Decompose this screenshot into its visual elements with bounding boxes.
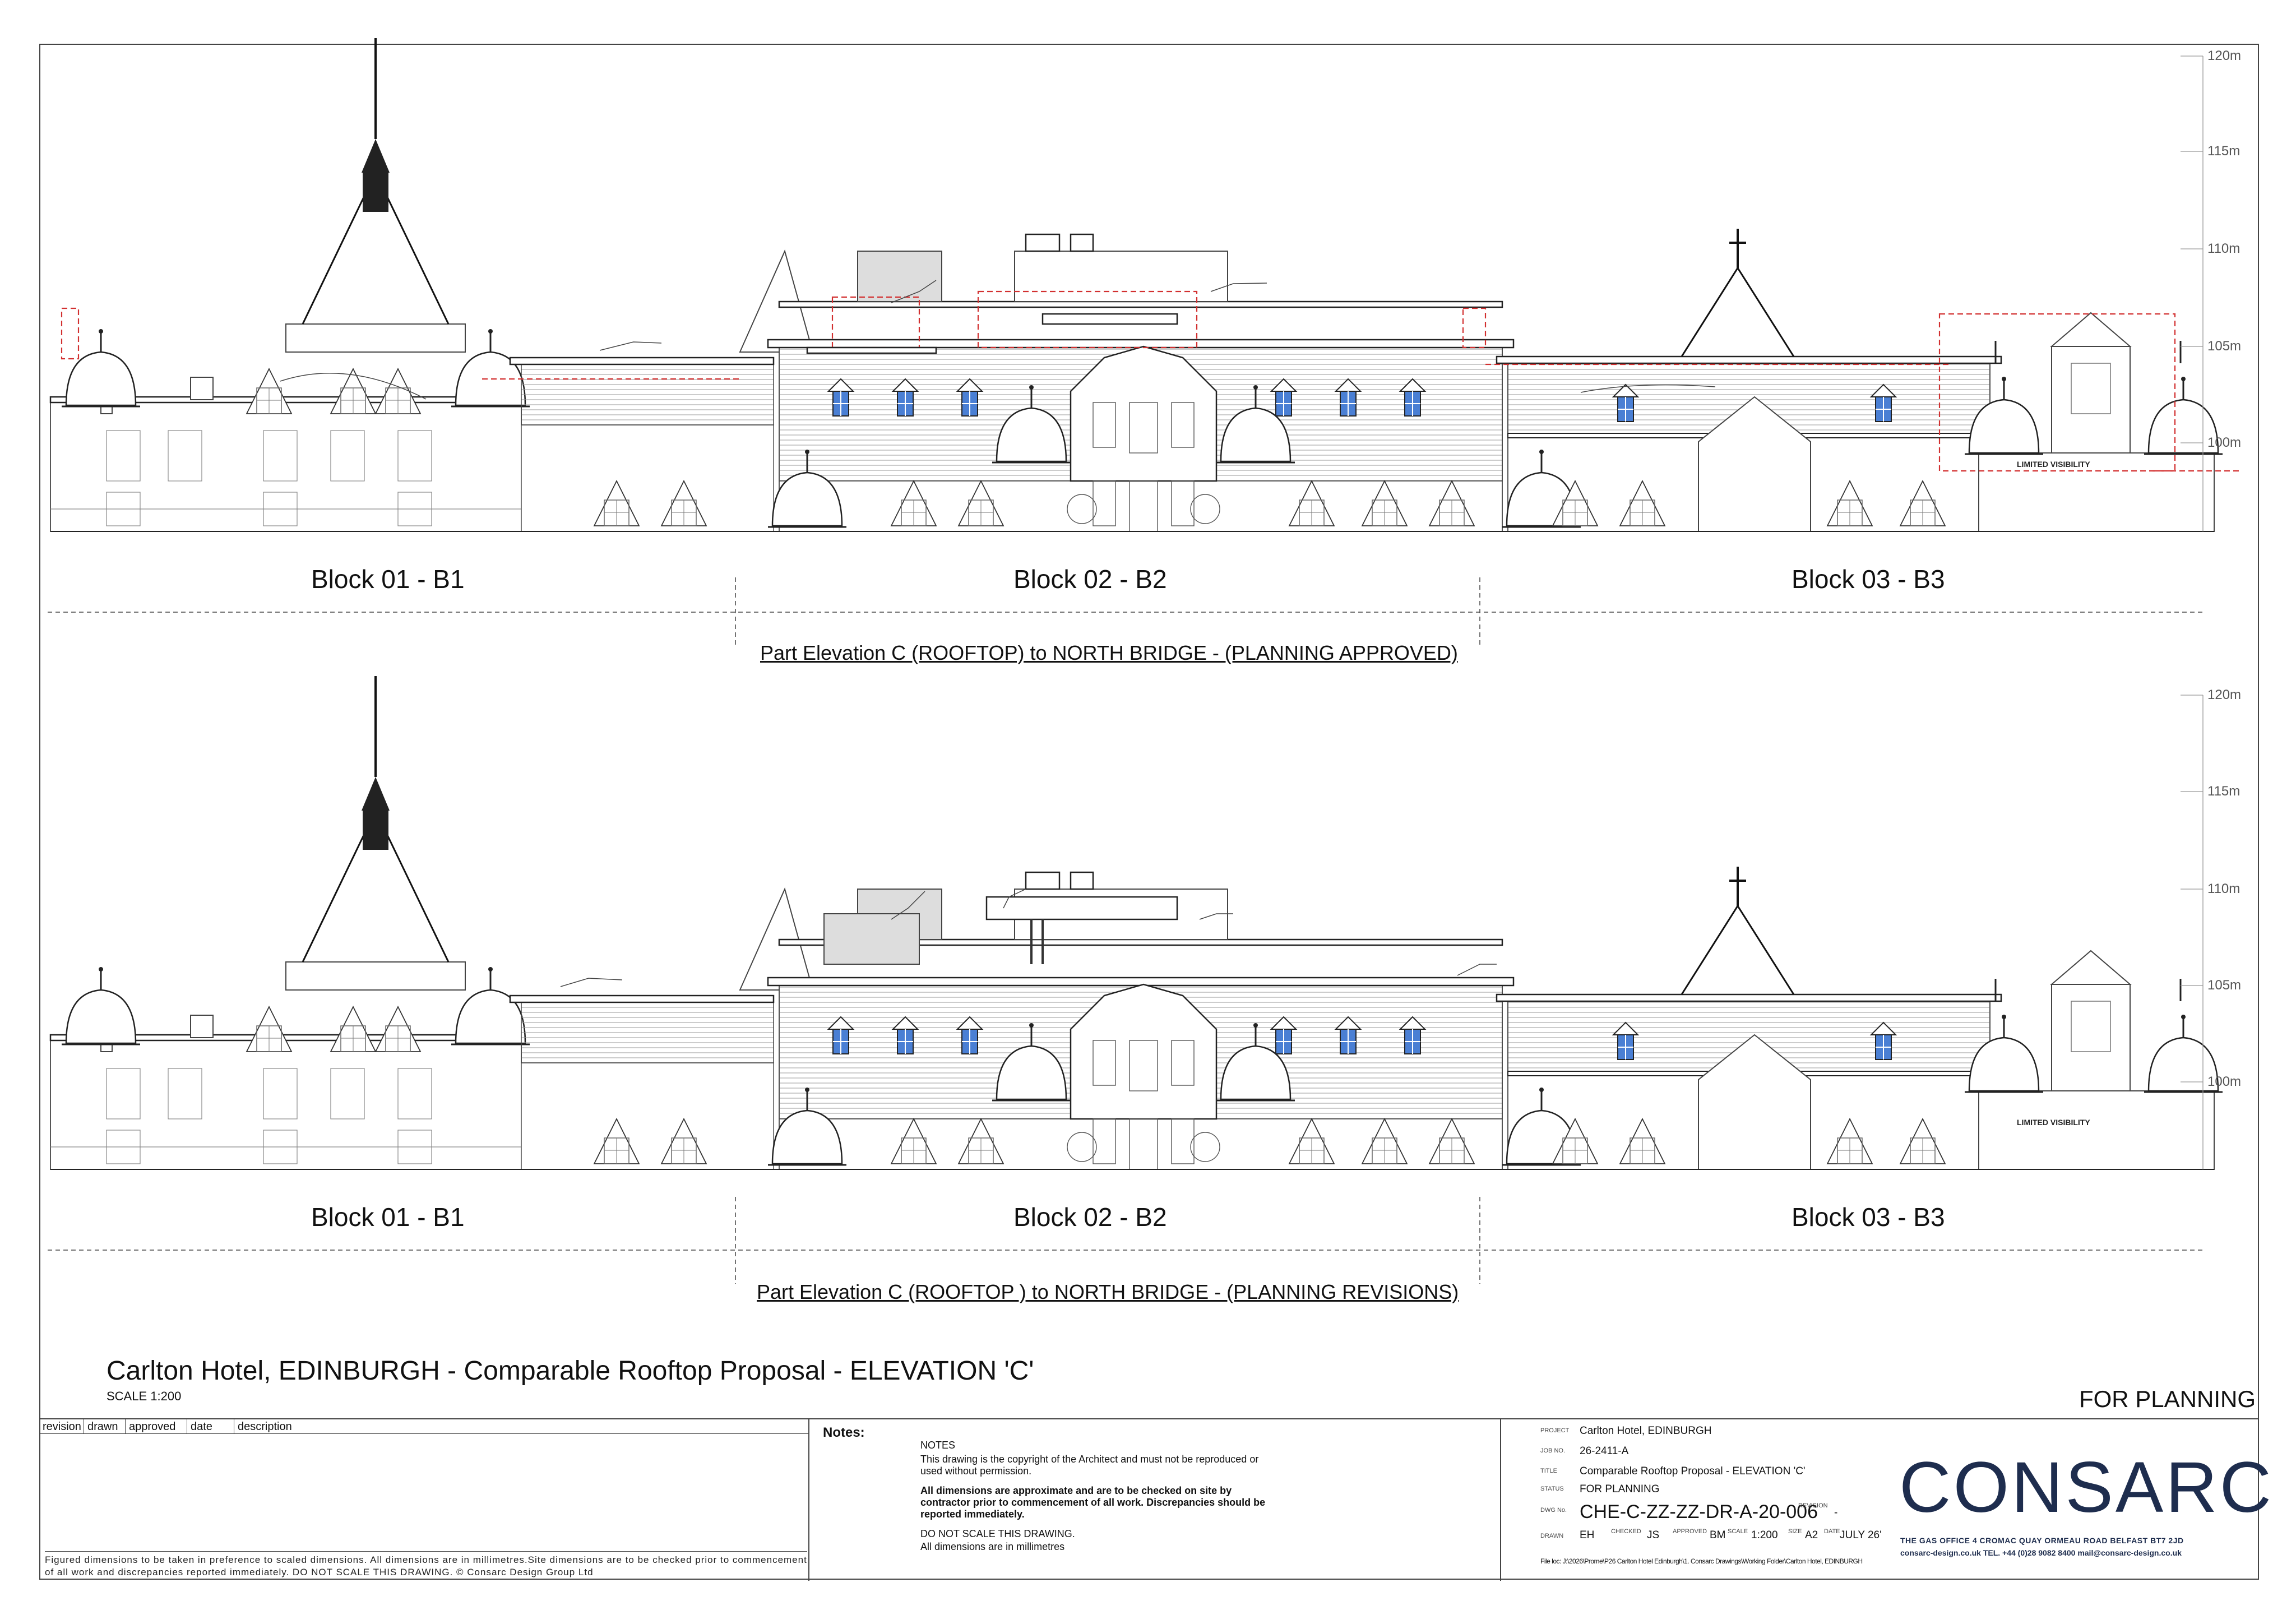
title-value: Comparable Rooftop Proposal - ELEVATION … <box>1580 1465 1806 1477</box>
elevation-revisions <box>50 676 2223 1169</box>
approved-value: BM <box>1710 1529 1726 1541</box>
block-label-b2: Block 02 - B2 <box>1013 1202 1167 1232</box>
drawing-metadata: PROJECT Carlton Hotel, EDINBURGH JOB NO.… <box>1500 1419 1882 1581</box>
job-value: 26-2411-A <box>1580 1445 1629 1457</box>
title-key: TITLE <box>1540 1468 1557 1474</box>
notes-scale: DO NOT SCALE THIS DRAWING. <box>920 1528 1075 1539</box>
elevation-title-approved: Part Elevation C (ROOFTOP) to NORTH BRID… <box>760 641 1458 664</box>
company-address: THE GAS OFFICE 4 CROMAC QUAY ORMEAU ROAD… <box>1900 1536 2184 1545</box>
block-label-b2: Block 02 - B2 <box>1013 565 1167 594</box>
scale-value: 1:200 <box>1751 1529 1778 1541</box>
rev-col-drawn: drawn <box>84 1419 126 1434</box>
limited-visibility-label: LIMITED VISIBILITY <box>2017 1118 2090 1127</box>
project-value: Carlton Hotel, EDINBURGH <box>1580 1425 1712 1437</box>
block-separators <box>48 577 2206 1284</box>
block-label-b1: Block 01 - B1 <box>311 565 465 594</box>
notes-block: NOTES This drawing is the copyright of t… <box>920 1440 1268 1561</box>
revision-key: REVISION <box>1798 1502 1828 1509</box>
drawn-key: DRAWN <box>1540 1533 1564 1539</box>
notes-heading: Notes: <box>823 1425 865 1440</box>
level-115m: 115m <box>2207 144 2241 159</box>
status-value: FOR PLANNING <box>1580 1483 1660 1495</box>
level-scale-top <box>2181 55 2204 531</box>
block-label-b1: Block 01 - B1 <box>311 1202 465 1232</box>
level-120m: 120m <box>2207 48 2242 63</box>
notes-dimensions: All dimensions are approximate and are t… <box>920 1485 1266 1520</box>
block-label-b3: Block 03 - B3 <box>1792 565 1945 594</box>
planning-stage-label: FOR PLANNING <box>2079 1386 2256 1412</box>
size-value: A2 <box>1805 1529 1818 1541</box>
file-location: File loc: J:\2026\Prome\P26 Carlton Hote… <box>1540 1557 1863 1565</box>
level-105m: 105m <box>2207 978 2242 993</box>
elevation-title-revisions: Part Elevation C (ROOFTOP ) to NORTH BRI… <box>757 1280 1459 1303</box>
notes-units: All dimensions are in millimetres <box>920 1541 1065 1552</box>
revision-footer-note: Figured dimensions to be taken in prefer… <box>45 1551 807 1579</box>
level-100m: 100m <box>2207 1074 2242 1089</box>
size-key: SIZE <box>1788 1528 1802 1535</box>
sheet-title: Carlton Hotel, EDINBURGH - Comparable Ro… <box>107 1356 1034 1386</box>
job-key: JOB NO. <box>1540 1447 1566 1454</box>
status-key: STATUS <box>1540 1486 1564 1492</box>
company-contact: consarc-design.co.uk TEL. +44 (0)28 9082… <box>1900 1548 2182 1557</box>
level-110m: 110m <box>2207 241 2241 256</box>
notes-title: NOTES <box>920 1440 956 1451</box>
revision-value: - <box>1834 1507 1838 1519</box>
drawing-border <box>39 44 2259 1580</box>
revision-table: revision drawn approved date description… <box>39 1419 809 1581</box>
checked-value: JS <box>1647 1529 1660 1541</box>
scale-key: SCALE <box>1728 1528 1748 1535</box>
drawing-number: CHE-C-ZZ-ZZ-DR-A-20-006 <box>1580 1501 1818 1523</box>
rev-col-approved: approved <box>126 1419 187 1434</box>
rev-col-description: description <box>234 1419 808 1434</box>
drawn-value: EH <box>1580 1529 1595 1541</box>
dwg-key: DWG No. <box>1540 1507 1567 1514</box>
checked-key: CHECKED <box>1611 1528 1641 1535</box>
limited-visibility-label: LIMITED VISIBILITY <box>2017 460 2090 469</box>
rev-col-revision: revision <box>39 1419 84 1434</box>
elevation-approved <box>50 38 2242 531</box>
title-block: revision drawn approved date description… <box>39 1418 2259 1581</box>
sheet-scale: SCALE 1:200 <box>107 1389 182 1403</box>
project-key: PROJECT <box>1540 1427 1570 1434</box>
level-100m: 100m <box>2207 435 2242 450</box>
rev-col-date: date <box>187 1419 234 1434</box>
level-scale-bottom <box>2181 695 2204 1169</box>
level-120m: 120m <box>2207 687 2242 702</box>
level-105m: 105m <box>2207 339 2242 354</box>
notes-copyright: This drawing is the copyright of the Arc… <box>920 1454 1259 1477</box>
block-label-b3: Block 03 - B3 <box>1792 1202 1945 1232</box>
level-110m: 110m <box>2207 881 2241 896</box>
date-key: DATE <box>1824 1528 1840 1535</box>
date-value: JULY 26' <box>1840 1529 1882 1541</box>
approved-key: APPROVED <box>1673 1528 1707 1535</box>
level-115m: 115m <box>2207 784 2241 799</box>
consarc-logo: CONSARC <box>1899 1447 2274 1528</box>
